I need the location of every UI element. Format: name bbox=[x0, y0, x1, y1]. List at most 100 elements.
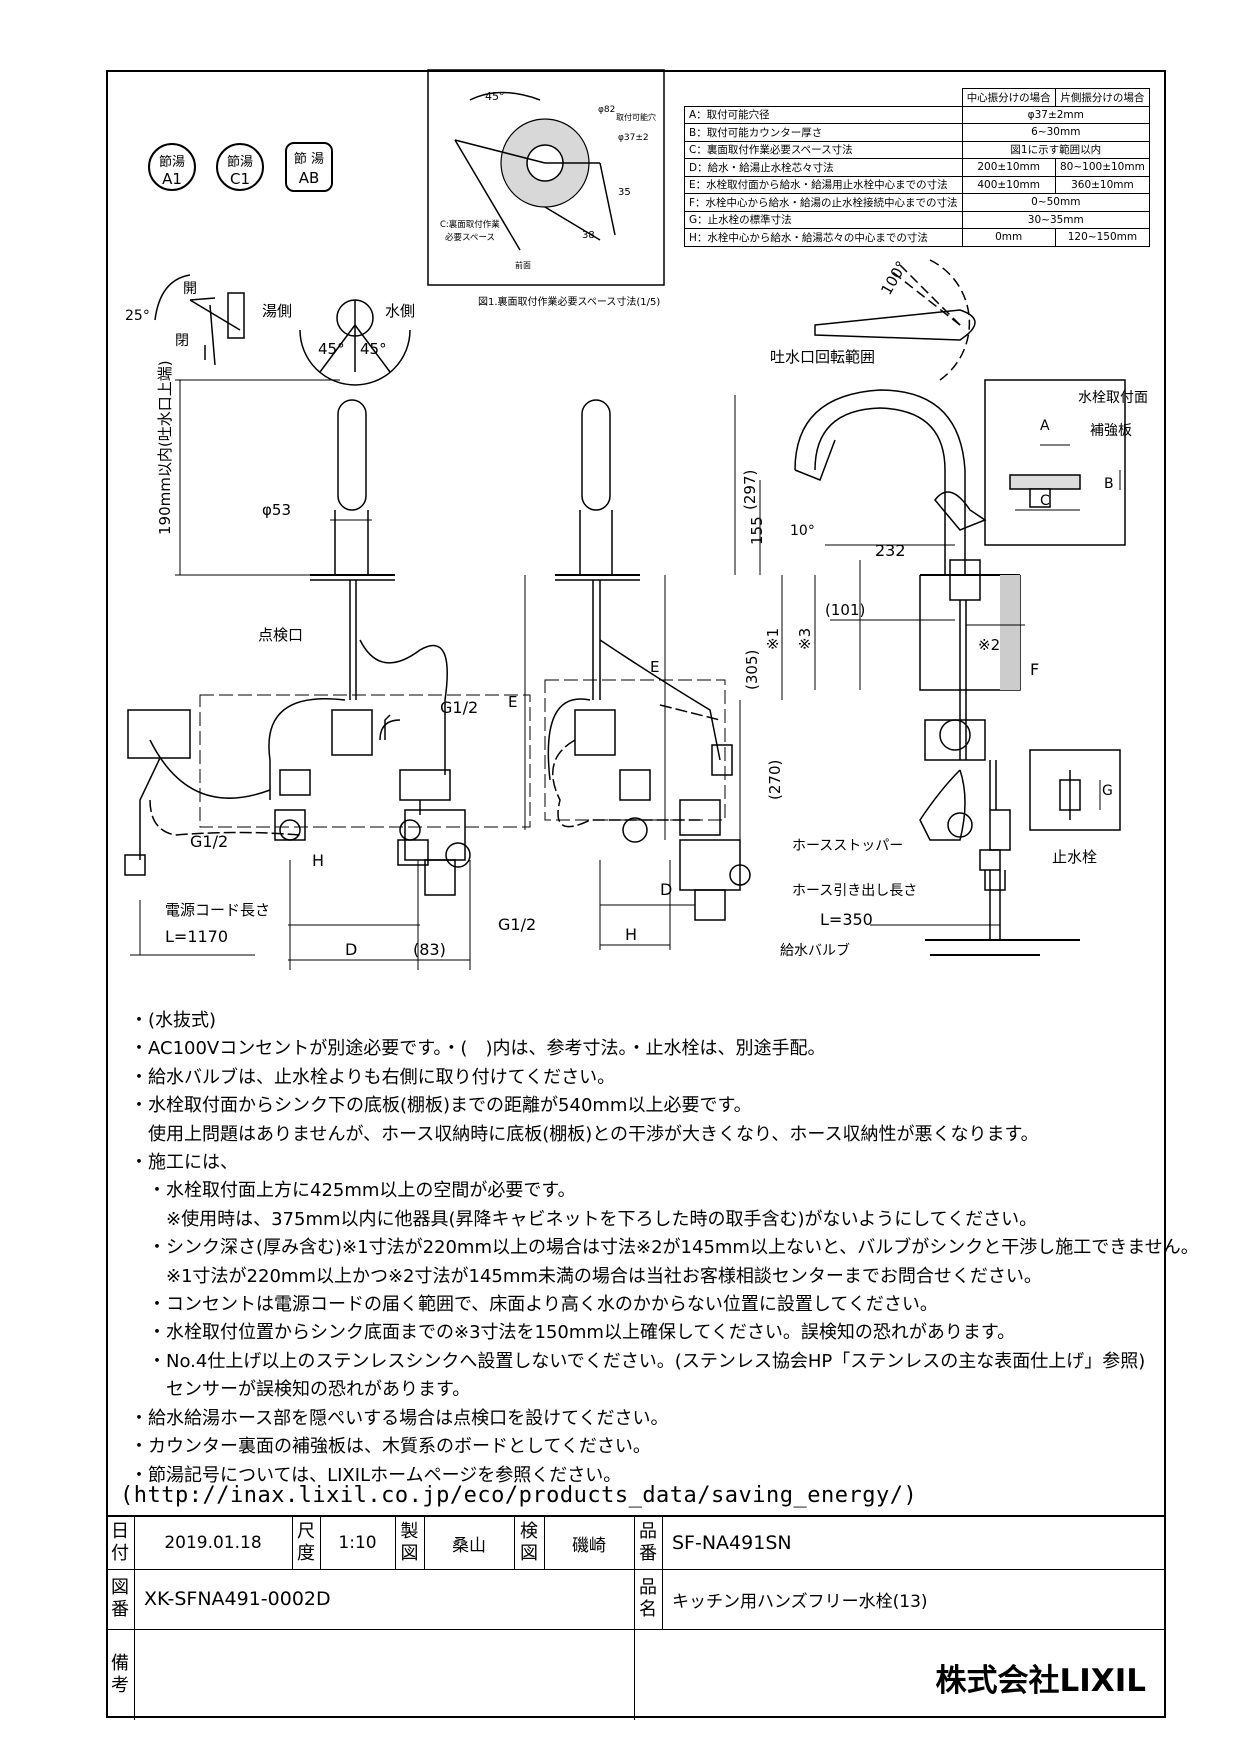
saving-badge-ab bbox=[285, 142, 333, 192]
lever-rotation bbox=[299, 299, 411, 386]
spec-row-label: F：水栓中心から給水・給湯の止水栓接続中心までの寸法 bbox=[684, 193, 963, 212]
scale-value: 1:10 bbox=[338, 1533, 377, 1553]
spec-row-center: 200±10mm bbox=[961, 158, 1056, 177]
spec-row: E：水栓取付面から給水・給湯用止水栓中心までの寸法 400±10mm 360±1… bbox=[684, 175, 1151, 194]
spec-table-header: 中心振分けの場合 片側振分けの場合 bbox=[685, 88, 1151, 107]
fig1-space-label-2: 必要スペース bbox=[445, 232, 495, 243]
label-star3: ※3 bbox=[796, 628, 814, 650]
label-inspection: 点検口 bbox=[258, 626, 303, 644]
label-dia53: φ53 bbox=[262, 501, 291, 519]
label-hose-pull: ホース引き出し長さ bbox=[792, 883, 917, 899]
label-star2: ※2 bbox=[978, 636, 1000, 654]
spec-row-label: D：給水・給湯止水栓芯々寸法 bbox=[684, 158, 963, 177]
note-line: ・水栓取付位置からシンク底面までの※3寸法を150mm以上確保してください。誤検… bbox=[130, 1322, 1016, 1344]
spec-row: C：裏面取付作業必要スペース寸法 図1に示す範囲以内 bbox=[684, 140, 1151, 159]
badge-ab-top: 節 湯 bbox=[294, 152, 324, 167]
note-line: ・水栓取付面からシンク下の底板(棚板)までの距離が540mm以上必要です。 bbox=[130, 1095, 752, 1117]
label-g12-c: G1/2 bbox=[498, 915, 536, 934]
spec-table: 中心振分けの場合 片側振分けの場合 A：取付可能穴径 φ37±2mm B：取付可… bbox=[684, 88, 1151, 247]
drawn-value: 桑山 bbox=[452, 1535, 486, 1556]
label-dim83: (83) bbox=[413, 940, 446, 959]
date-value: 2019.01.18 bbox=[164, 1533, 262, 1553]
spec-row-value: φ37±2mm bbox=[961, 105, 1151, 124]
label-angle-45-left: 45° bbox=[318, 340, 345, 358]
label-open: 開 bbox=[183, 281, 197, 297]
label-h2: H bbox=[625, 925, 637, 944]
spec-row-label: H：水栓中心から給水・給湯芯々の中心までの寸法 bbox=[684, 228, 963, 247]
label-b: B bbox=[1104, 476, 1114, 492]
spec-row: F：水栓中心から給水・給湯の止水栓接続中心までの寸法 0~50mm bbox=[684, 193, 1151, 212]
label-power-cord: 電源コード長さ bbox=[165, 901, 270, 919]
note-line: ・節湯記号については、LIXILホームページを参照ください。 bbox=[130, 1464, 622, 1486]
spec-row: D：給水・給湯止水栓芯々寸法 200±10mm 80~100±10mm bbox=[684, 158, 1151, 177]
fig1-dim35: 35 bbox=[618, 187, 631, 198]
note-line: ・シンク深さ(厚み含む)※1寸法が220mm以上の場合は寸法※2が145mm以上… bbox=[130, 1237, 1199, 1259]
label-star1: ※1 bbox=[764, 628, 782, 650]
reference-url: (http://inax.lixil.co.jp/eco/products_da… bbox=[120, 1483, 918, 1508]
spec-row: B：取付可能カウンター厚さ 6~30mm bbox=[684, 123, 1151, 142]
note-line: ・給水給湯ホース部を隠ぺいする場合は点検口を設けてください。 bbox=[130, 1407, 669, 1429]
note-line: ・給水バルブは、止水栓よりも右側に取り付けてください。 bbox=[130, 1066, 616, 1088]
badge-a1-top: 節湯 bbox=[159, 155, 185, 170]
label-spout-range: 吐水口回転範囲 bbox=[770, 348, 875, 366]
label-l350: L=350 bbox=[820, 910, 873, 929]
spec-row-value: 0~50mm bbox=[961, 193, 1151, 212]
drawing-no-value: XK-SFNA491-0002D bbox=[144, 1588, 331, 1610]
spec-row-label: C：裏面取付作業必要スペース寸法 bbox=[684, 140, 963, 159]
spec-row-center: 400±10mm bbox=[961, 175, 1056, 194]
part-no-label: 品番 bbox=[639, 1521, 657, 1564]
label-mount-face: 水栓取付面 bbox=[1078, 390, 1148, 406]
label-e2: E bbox=[650, 658, 659, 676]
faucet-front-view bbox=[124, 399, 531, 896]
label-g: G bbox=[1102, 783, 1113, 799]
label-hose-stopper: ホースストッパー bbox=[792, 838, 903, 854]
label-angle-10: 10° bbox=[790, 523, 815, 539]
label-f: F bbox=[1030, 660, 1039, 679]
lever-detail bbox=[154, 274, 245, 366]
checked-value: 磯崎 bbox=[572, 1535, 606, 1556]
label-angle-45-right: 45° bbox=[360, 340, 387, 358]
note-line: ・コンセントは電源コードの届く範囲で、床面より高く水のかからない位置に設置してく… bbox=[130, 1294, 938, 1316]
note-line: ※使用時は、375mm以内に他器具(昇降キャビネットを下ろした時の取手含む)がな… bbox=[130, 1208, 1038, 1230]
spec-row: G：止水栓の標準寸法 30~35mm bbox=[684, 210, 1151, 229]
label-a: A bbox=[1040, 418, 1050, 434]
faucet-section-view bbox=[794, 379, 1126, 941]
spec-row-side: 120~150mm bbox=[1054, 228, 1151, 247]
label-l1170: L=1170 bbox=[165, 927, 228, 946]
spec-row-label: G：止水栓の標準寸法 bbox=[684, 210, 963, 229]
company-name: 株式会社LIXIL bbox=[935, 1662, 1146, 1699]
saving-badge-c1 bbox=[216, 143, 264, 191]
spec-row-label: B：取付可能カウンター厚さ bbox=[684, 123, 963, 142]
technical-drawing: 節湯 A1 節湯 C1 節 湯 AB 45° φ82 取付可能穴 φ37±2 3… bbox=[124, 69, 1148, 970]
remarks-label: 備考 bbox=[111, 1652, 129, 1696]
fig1-dim38: 38 bbox=[582, 230, 595, 241]
scale-label: 尺度 bbox=[297, 1521, 315, 1564]
spec-row-label: E：水栓取付面から給水・給湯用止水栓中心までの寸法 bbox=[684, 175, 963, 194]
label-hot-side: 湯側 bbox=[262, 302, 292, 320]
note-line: ・AC100Vコンセントが別途必要です。・( )内は、参考寸法。・止水栓は、別途… bbox=[130, 1038, 826, 1060]
drawing-no-label: 図番 bbox=[111, 1577, 129, 1620]
badge-c1-bottom: C1 bbox=[230, 170, 250, 188]
note-line: ※1寸法が220mm以上かつ※2寸法が145mm未満の場合は当社お客様相談センタ… bbox=[130, 1265, 1042, 1287]
spout-rotation bbox=[814, 259, 976, 381]
note-line: ・施工には、 bbox=[130, 1152, 238, 1174]
note-line: センサーが誤検知の恐れがあります。 bbox=[130, 1379, 471, 1401]
note-line: 使用上問題はありませんが、ホース収納時に底板(棚板)との干渉が大きくなり、ホース… bbox=[130, 1123, 1039, 1145]
label-d1: D bbox=[345, 940, 357, 959]
label-d2: D bbox=[660, 880, 672, 899]
saving-badge-a1 bbox=[148, 143, 196, 191]
name-value: キッチン用ハンズフリー水栓(13) bbox=[672, 1591, 928, 1612]
fig1-hole-dia: φ37±2 bbox=[618, 133, 649, 143]
spec-row-side: 80~100±10mm bbox=[1054, 158, 1151, 177]
spec-row: H：水栓中心から給水・給湯芯々の中心までの寸法 0mm 120~150mm bbox=[684, 228, 1151, 247]
spec-row: A：取付可能穴径 φ37±2mm bbox=[684, 105, 1151, 124]
spec-row-label: A：取付可能穴径 bbox=[684, 105, 963, 124]
label-dim232: 232 bbox=[875, 541, 906, 560]
note-line: ・(水抜式) bbox=[130, 1010, 217, 1031]
fig1-space-label-1: C:裏面取付作業 bbox=[440, 219, 500, 230]
label-e1: E bbox=[508, 693, 517, 711]
label-c: C bbox=[1040, 493, 1050, 509]
fig1-dia-outer: φ82 bbox=[598, 105, 615, 115]
dimension-lines bbox=[130, 379, 1121, 970]
spec-row-value: 30~35mm bbox=[961, 210, 1151, 229]
